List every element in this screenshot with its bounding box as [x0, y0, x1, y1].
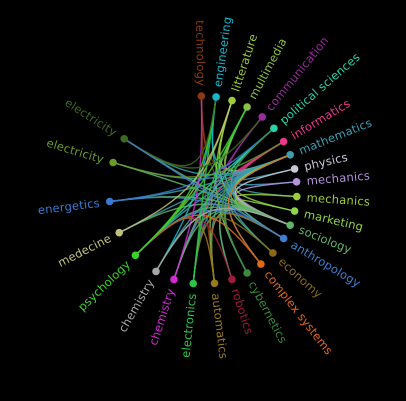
node-label: medecine	[55, 231, 113, 270]
node-dot	[243, 103, 251, 111]
node-dot	[197, 92, 206, 100]
node-label: mechanics	[306, 168, 371, 187]
link-15-7	[227, 154, 291, 265]
node-label: engineering	[211, 16, 235, 88]
node-label: mechanics	[306, 190, 370, 208]
node-dot	[152, 267, 160, 276]
nodes-layer	[105, 92, 301, 288]
node-dot	[286, 221, 295, 229]
link-14-19	[192, 216, 274, 284]
node-dot	[243, 269, 251, 277]
node-dot	[109, 158, 117, 167]
node-label: electricity	[45, 136, 106, 167]
link-16-5	[222, 127, 275, 274]
node-dot	[120, 135, 128, 143]
node-label: chemistry	[146, 287, 178, 347]
node-dot	[270, 124, 278, 133]
node-dot	[269, 249, 277, 257]
link-23-2	[118, 100, 233, 234]
node-dot	[286, 151, 295, 159]
node-dot	[257, 260, 265, 268]
node-dot	[210, 279, 219, 288]
node-dot	[170, 275, 178, 284]
links-layer	[109, 95, 297, 284]
link-25-6	[112, 140, 284, 178]
node-dot	[115, 228, 123, 237]
node-dot	[279, 234, 288, 243]
node-dot	[290, 165, 299, 173]
node-dot	[293, 192, 301, 201]
node-label: electricity	[62, 95, 119, 139]
node-label: automatics	[209, 292, 231, 359]
node-label: electronics	[178, 293, 199, 359]
node-dot	[212, 93, 220, 101]
node-dot	[105, 197, 114, 206]
node-dot	[279, 137, 288, 146]
link-21-12	[155, 207, 291, 272]
node-dot	[228, 96, 236, 105]
link-19-3	[192, 106, 248, 284]
link-24-5	[109, 127, 275, 203]
node-dot	[189, 279, 197, 288]
node-dot	[131, 251, 140, 260]
node-dot	[292, 178, 301, 186]
node-dot	[290, 207, 299, 215]
node-label: energetics	[37, 196, 101, 217]
node-dot	[228, 275, 236, 284]
link-18-22	[134, 217, 216, 284]
link-13-26	[123, 138, 284, 240]
node-label: technology	[193, 20, 208, 86]
node-dot	[258, 113, 267, 121]
node-label: psychology	[75, 257, 133, 314]
